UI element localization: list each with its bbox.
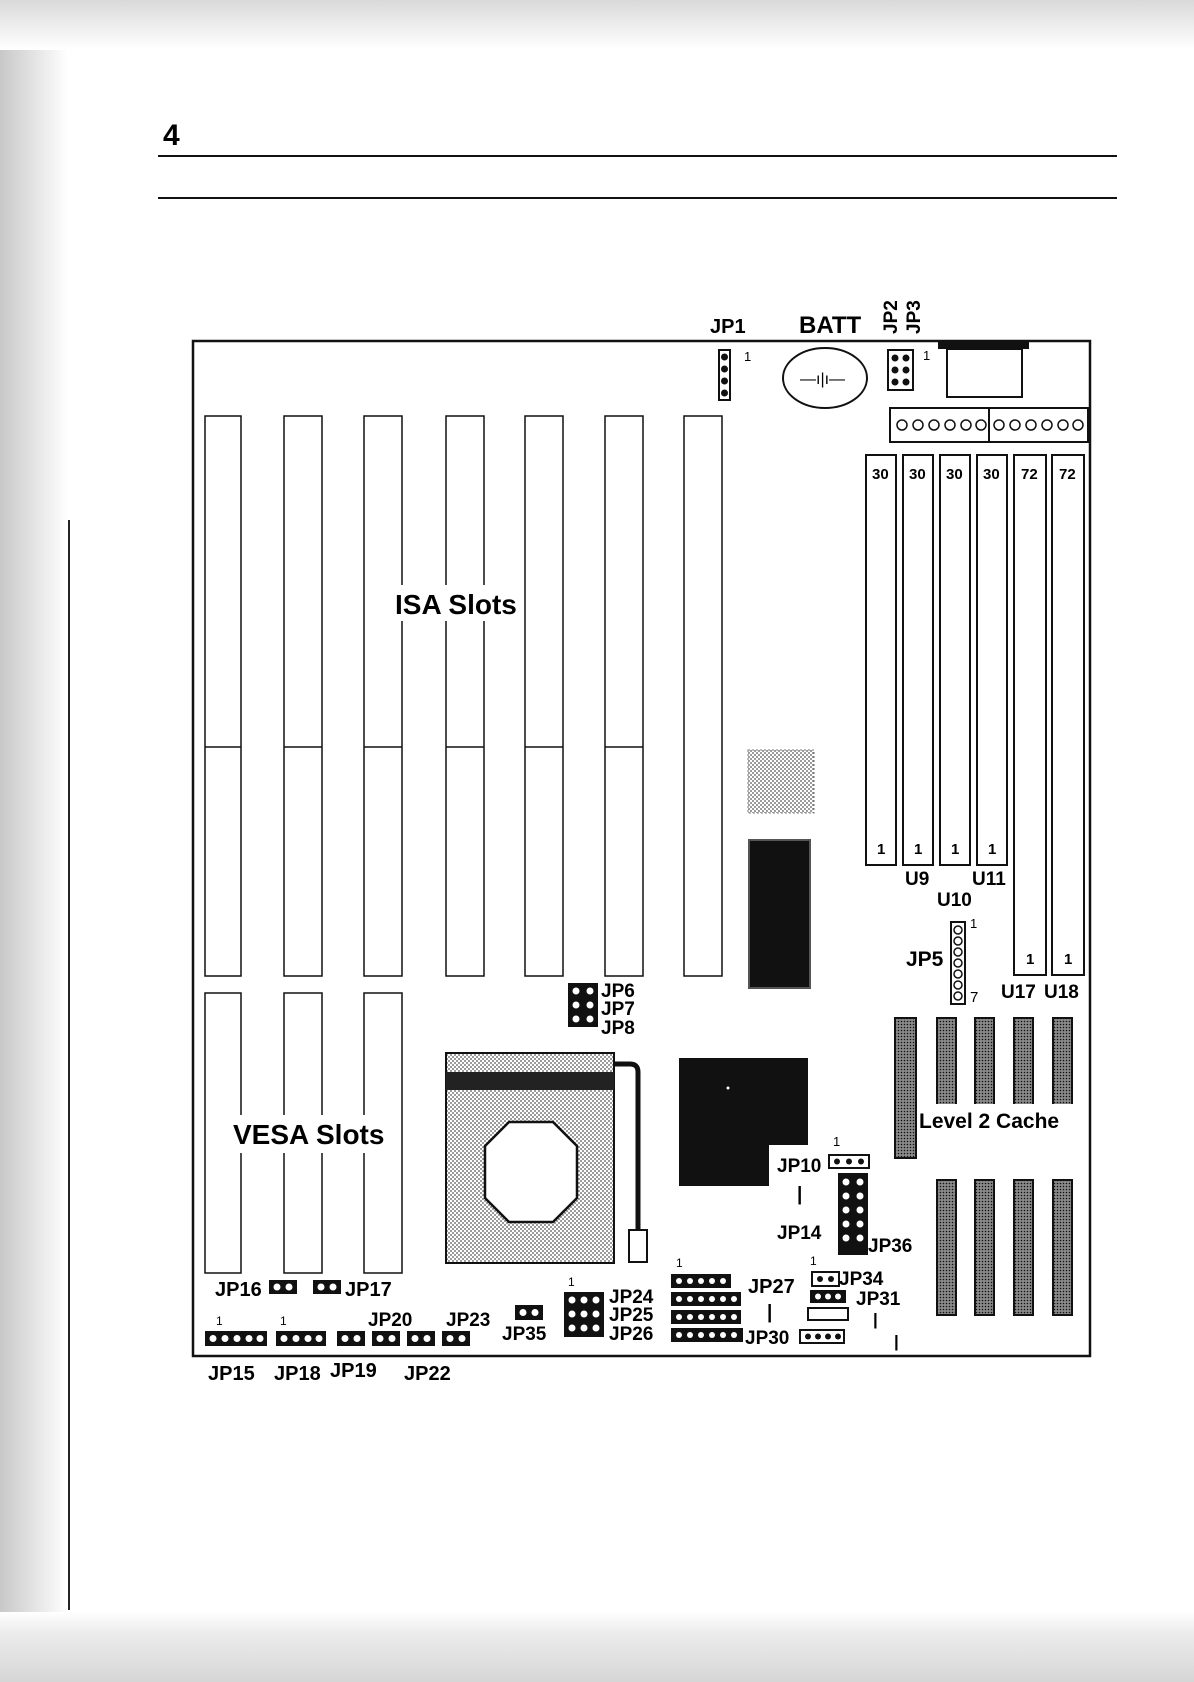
cache-chip <box>937 1180 956 1315</box>
simm-size-label: 72 <box>1059 466 1076 483</box>
isa-slot <box>364 416 402 976</box>
isa-slot <box>205 416 241 976</box>
jp20-label: JP20 <box>368 1310 412 1331</box>
jp27-pin1-marker: 1 <box>676 1256 683 1270</box>
jp34-label: JP34 <box>839 1269 884 1290</box>
range-separator: | <box>767 1302 772 1323</box>
jp22-label: JP22 <box>404 1363 451 1385</box>
range-separator: | <box>894 1332 899 1351</box>
jp14-label: JP14 <box>777 1223 822 1244</box>
range-separator: | <box>873 1310 878 1329</box>
jp15-label: JP15 <box>208 1363 255 1385</box>
page-number: 4 <box>163 119 180 152</box>
jp35-label: JP35 <box>502 1324 547 1345</box>
simm-pin1-marker: 1 <box>877 841 885 858</box>
u18-label: U18 <box>1044 982 1079 1003</box>
isa-slot <box>284 416 322 976</box>
cache-chip <box>1053 1180 1072 1315</box>
jp1-label: JP1 <box>710 316 746 338</box>
cache-tag-chip <box>895 1018 916 1158</box>
simm-72pin-slot <box>1014 455 1046 975</box>
jp2-pin1-marker: 1 <box>923 348 930 363</box>
jp35-header <box>515 1305 543 1320</box>
isa-slot <box>684 416 722 976</box>
simm-pin1-marker: 1 <box>1064 951 1072 968</box>
cache-chip <box>1014 1180 1033 1315</box>
jp2-label: JP2 <box>881 300 902 334</box>
jp17-header <box>313 1280 341 1294</box>
jp32-header <box>808 1308 848 1320</box>
isa-slots-label: ISA Slots <box>395 589 517 620</box>
jp27-label: JP27 <box>748 1276 795 1298</box>
range-separator: | <box>797 1184 802 1205</box>
jp19-header <box>337 1331 365 1346</box>
jp19-label: JP19 <box>330 1360 377 1382</box>
chipset-chip <box>749 840 810 988</box>
simm-30pin-slot <box>977 455 1007 865</box>
isa-slot <box>525 416 563 976</box>
jp3-label: JP3 <box>904 300 925 334</box>
jp18-pin1-marker: 1 <box>280 1314 287 1328</box>
jp30-label: JP30 <box>745 1328 789 1349</box>
simm-30pin-slot <box>940 455 970 865</box>
isa-slot <box>446 416 484 976</box>
cache-label: Level 2 Cache <box>919 1110 1059 1133</box>
u11-label: U11 <box>972 869 1006 890</box>
jp23-label: JP23 <box>446 1310 490 1331</box>
keyboard-connector <box>947 349 1022 397</box>
u10-label: U10 <box>937 890 972 911</box>
jp16-header <box>269 1280 297 1294</box>
jp14-jp36-header <box>838 1173 868 1255</box>
simm-pin1-marker: 1 <box>988 841 996 858</box>
cpu-socket-center <box>485 1122 577 1222</box>
jp5-label: JP5 <box>906 948 944 971</box>
simm-30pin-slot <box>866 455 896 865</box>
jp24-pin1-marker: 1 <box>568 1275 575 1289</box>
simm-size-label: 30 <box>946 466 963 483</box>
simm-size-label: 30 <box>872 466 889 483</box>
jp23-header <box>442 1331 470 1346</box>
battery-label: BATT <box>799 312 862 339</box>
jp36-label: JP36 <box>868 1236 912 1257</box>
jp7-label: JP7 <box>601 999 635 1020</box>
simm-pin1-marker: 1 <box>914 841 922 858</box>
u17-label: U17 <box>1001 982 1036 1003</box>
jp26-label: JP26 <box>609 1324 653 1345</box>
jp5-pin7-marker: 7 <box>970 989 978 1006</box>
jp31-label: JP31 <box>856 1289 901 1310</box>
bios-socket-outline <box>748 750 814 813</box>
u9-label: U9 <box>905 869 929 890</box>
cache-chip <box>975 1180 994 1315</box>
jp16-label: JP16 <box>215 1279 262 1301</box>
vesa-slots-label: VESA Slots <box>233 1119 384 1150</box>
keyboard-connector-lip <box>938 341 1029 349</box>
jp10-label: JP10 <box>777 1156 821 1177</box>
simm-size-label: 30 <box>983 466 1000 483</box>
jp34-pin1-marker: 1 <box>810 1254 817 1268</box>
battery-symbol: —ı|ı— <box>800 371 845 388</box>
simm-size-label: 30 <box>909 466 926 483</box>
jp15-pin1-marker: 1 <box>216 1314 223 1328</box>
simm-pin1-marker: 1 <box>951 841 959 858</box>
jp8-label: JP8 <box>601 1018 635 1039</box>
jp18-label: JP18 <box>274 1363 321 1385</box>
jp5-pin1-marker: 1 <box>970 916 977 931</box>
jp10-pin1-marker: 1 <box>833 1134 840 1149</box>
jp22-header <box>407 1331 435 1346</box>
jp25-label: JP25 <box>609 1305 654 1326</box>
jp1-pin1-marker: 1 <box>744 349 751 364</box>
simm-pin1-marker: 1 <box>1026 951 1034 968</box>
jp34-header <box>812 1272 839 1286</box>
simm-30pin-slot <box>903 455 933 865</box>
jp20-header <box>372 1331 400 1346</box>
isa-slot <box>605 416 643 976</box>
simm-72pin-slot <box>1052 455 1084 975</box>
simm-size-label: 72 <box>1021 466 1038 483</box>
jp17-label: JP17 <box>345 1279 392 1301</box>
